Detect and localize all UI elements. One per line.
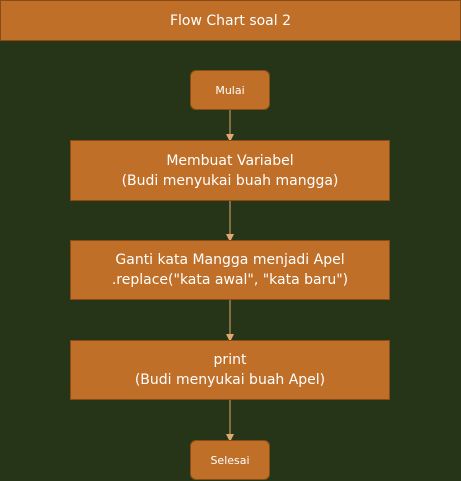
process-replace-word-line2: .replace("kata awal", "kata baru") bbox=[111, 272, 349, 288]
process-replace-word-line1: Ganti kata Mangga menjadi Apel bbox=[115, 252, 345, 268]
process-create-variable-line2: (Budi menyukai buah mangga) bbox=[121, 172, 339, 189]
end-label: Selesai bbox=[210, 453, 250, 467]
process-print-line1: print bbox=[213, 352, 247, 368]
start-label: Mulai bbox=[215, 83, 245, 97]
flowchart-title-bar: Flow Chart soal 2 bbox=[0, 0, 461, 41]
flowchart-title: Flow Chart soal 2 bbox=[169, 12, 292, 29]
end-terminal: Selesai bbox=[190, 440, 270, 480]
process-print-line2: (Budi menyukai buah Apel) bbox=[134, 372, 326, 388]
start-terminal: Mulai bbox=[190, 70, 270, 110]
process-create-variable-line1: Membuat Variabel bbox=[166, 152, 294, 169]
process-create-variable: Membuat Variabel (Budi menyukai buah man… bbox=[70, 140, 390, 201]
process-replace-word: Ganti kata Mangga menjadi Apel .replace(… bbox=[70, 240, 390, 300]
process-print: print (Budi menyukai buah Apel) bbox=[70, 340, 390, 400]
